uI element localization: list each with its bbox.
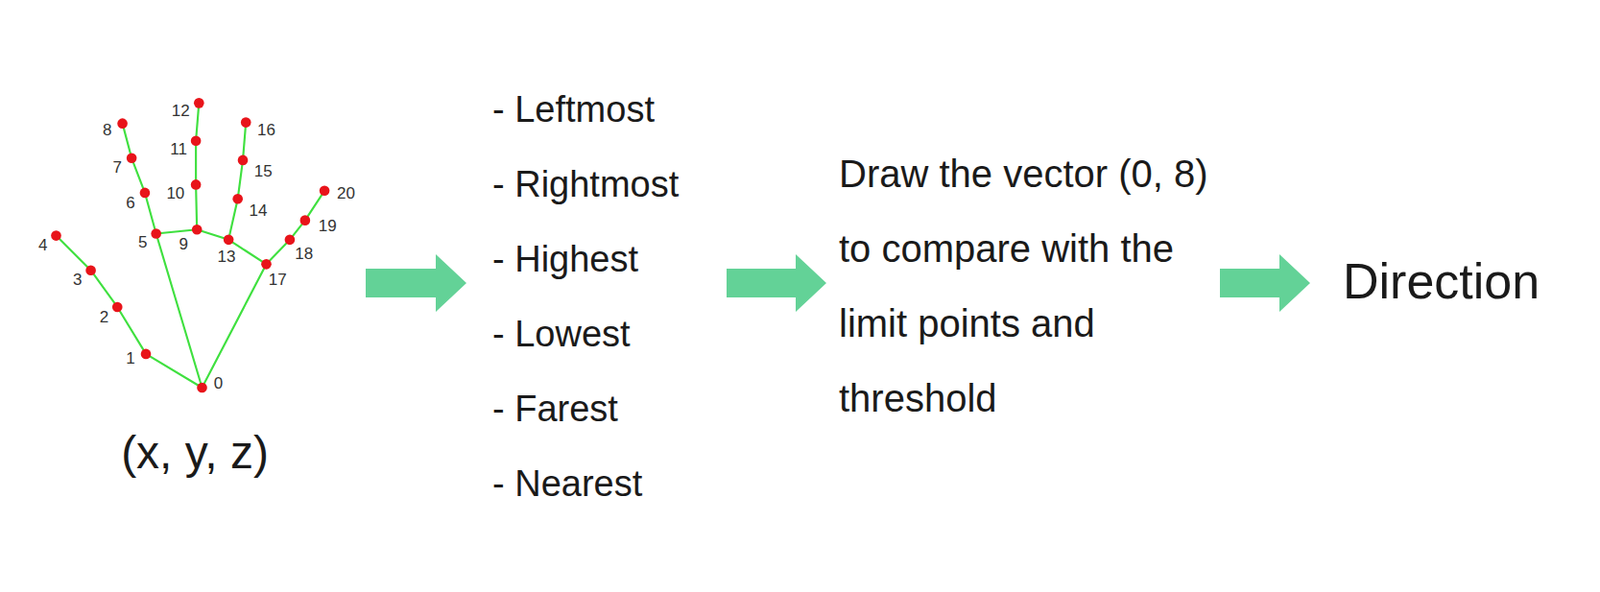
node-text: - Leftmost — [492, 71, 655, 147]
landmark-dot — [150, 228, 162, 239]
landmark-dot — [112, 302, 123, 313]
callout-number: 7 — [113, 159, 122, 177]
callout-number: 4 — [38, 237, 48, 255]
flow-arrow — [726, 254, 827, 312]
limit-list: - Leftmost- Rightmost- Highest- Lowest- … — [466, 71, 727, 526]
landmark-dot — [126, 152, 138, 164]
callout-number: 2 — [99, 309, 109, 327]
landmark-dot — [261, 259, 272, 270]
landmark-dot — [140, 188, 151, 199]
node-text: - Nearest — [492, 446, 643, 522]
node-text: - Lowest — [492, 296, 631, 372]
step-text: Draw the vector (0, 8) to compare with t… — [826, 136, 1220, 440]
landmark-dots — [50, 97, 330, 393]
callout-number: 10 — [166, 185, 185, 203]
flow-arrow — [365, 254, 467, 312]
landmark-dot — [223, 235, 235, 246]
callout-number: 16 — [257, 121, 276, 140]
node-text: - Farest — [492, 371, 619, 447]
hand-skeleton — [55, 102, 325, 388]
callout-number: 15 — [254, 163, 273, 181]
landmark-dot — [196, 382, 208, 394]
landmark-dot — [117, 118, 128, 129]
landmark-dot — [191, 135, 202, 146]
landmark-dot — [232, 193, 243, 205]
callout-number: 14 — [248, 202, 267, 220]
landmark-dot — [191, 224, 203, 236]
landmark-dot — [240, 117, 252, 128]
node-text: Draw the vector (0, 8) to compare with t… — [838, 136, 1217, 436]
landmark-dot — [191, 179, 202, 191]
landmark-dot — [85, 264, 96, 276]
callout-number: 9 — [179, 236, 189, 254]
ring-line — [228, 122, 246, 240]
node-text: (x, y, z) — [120, 426, 269, 480]
callout-number: 20 — [336, 185, 356, 203]
index-line — [122, 123, 203, 388]
landmark-dot — [193, 97, 205, 109]
landmark-dot — [285, 235, 296, 246]
node-text: - Rightmost — [492, 146, 679, 222]
callout-number: 17 — [268, 271, 287, 289]
middle-line — [195, 102, 199, 230]
pinky-line — [265, 191, 325, 265]
landmark-dot — [50, 230, 62, 241]
callout-number: 6 — [125, 194, 135, 213]
callout-number: 19 — [318, 217, 337, 236]
palm-line — [156, 229, 267, 388]
landmark-dot — [238, 155, 249, 167]
callout-number: 0 — [214, 375, 223, 393]
callout-number: 13 — [217, 248, 237, 266]
landmark-dot — [300, 214, 311, 226]
callout-number: 12 — [171, 102, 191, 120]
callout-number: 5 — [138, 234, 147, 252]
node-text: - Highest — [492, 221, 639, 297]
landmark-dot — [141, 349, 152, 360]
callout-number: 18 — [294, 245, 313, 263]
callout-number: 11 — [169, 141, 188, 159]
landmark-dot — [319, 185, 331, 196]
callout-number: 3 — [72, 271, 82, 289]
output-box: Direction — [1310, 240, 1575, 322]
callout-number: 8 — [102, 121, 112, 140]
callout-number: 1 — [125, 350, 135, 368]
flow-arrow — [1219, 254, 1311, 312]
node-text: Direction — [1342, 242, 1540, 320]
